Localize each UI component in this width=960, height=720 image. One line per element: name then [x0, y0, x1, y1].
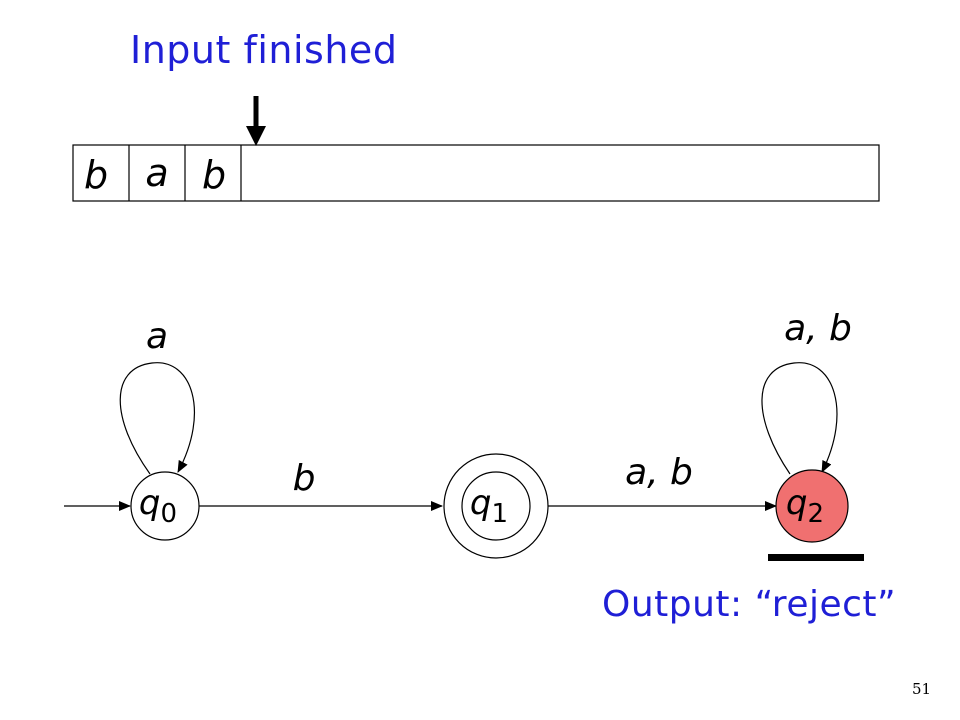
state-q1: q1	[443, 453, 549, 559]
state-subscript: 1	[492, 499, 509, 529]
tape-symbol: b	[84, 153, 108, 197]
output-result: Output: “reject”	[602, 584, 897, 625]
read-head-arrow	[246, 96, 266, 146]
state-name: q	[139, 483, 161, 523]
tape-border	[72, 144, 880, 202]
transition-label: a	[146, 316, 168, 357]
transition-label: a, b	[784, 308, 852, 349]
current-state-underline	[768, 554, 864, 561]
tape-symbol: a	[145, 151, 168, 195]
page-number: 51	[912, 680, 932, 698]
slide-title: Input finished	[130, 28, 398, 72]
state-subscript: 0	[161, 499, 178, 529]
state-q2: q2	[775, 469, 849, 543]
self-loop-q2	[761, 362, 838, 475]
state-name: q	[786, 483, 808, 523]
state-subscript: 2	[808, 499, 825, 529]
state-name: q	[470, 483, 492, 523]
svg-text:q1: q1	[470, 483, 508, 529]
transition-label: b	[293, 458, 316, 499]
tape-symbol: b	[202, 153, 226, 197]
svg-text:q2: q2	[786, 483, 824, 529]
input-tape: b a b	[72, 144, 880, 202]
state-q0: q0	[130, 471, 200, 541]
svg-text:q0: q0	[139, 483, 177, 529]
self-loop-q0	[119, 362, 195, 475]
transition-label: a, b	[625, 452, 693, 493]
